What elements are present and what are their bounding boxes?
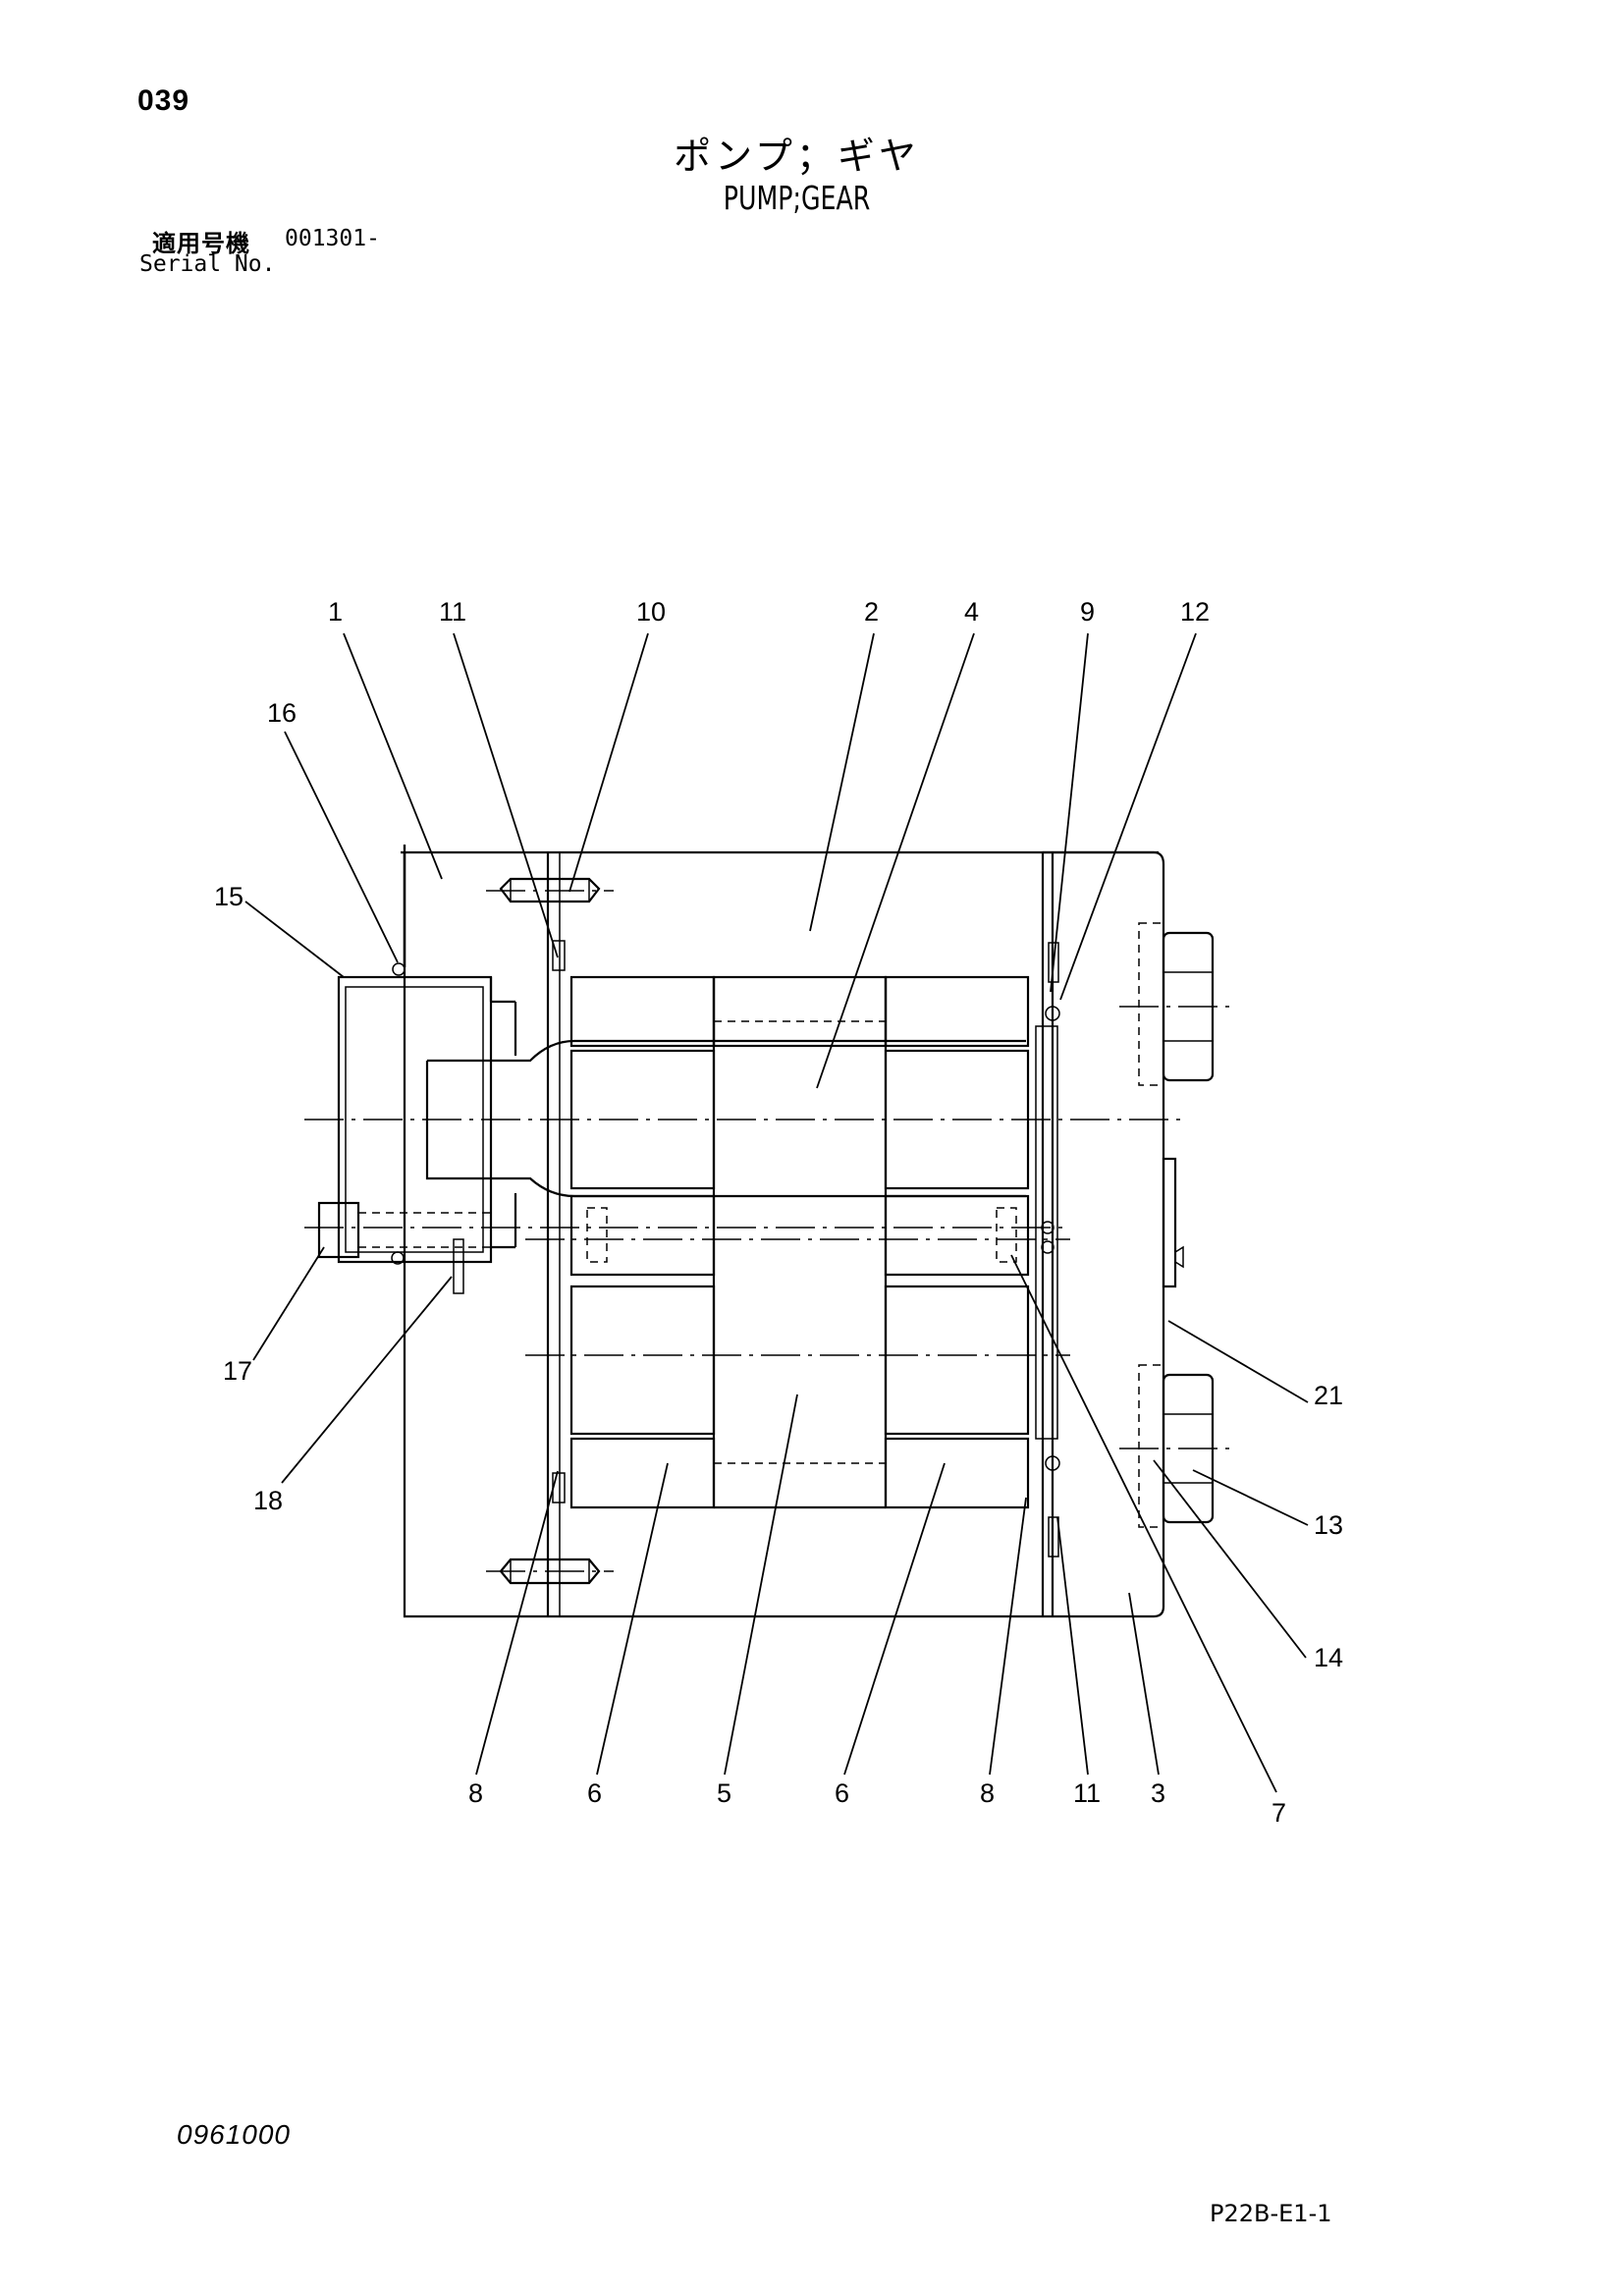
callout-10: 10: [636, 597, 666, 627]
callout-5: 5: [717, 1778, 731, 1808]
serial-label-english: Serial No.: [139, 251, 276, 277]
callout-8-left: 8: [468, 1778, 483, 1808]
lower-gear-block: [525, 1194, 1070, 1509]
callout-3: 3: [1151, 1778, 1165, 1808]
callout-6-left: 6: [587, 1778, 602, 1808]
title-japanese: ポンプ；ギヤ: [674, 135, 920, 178]
callout-17: 17: [223, 1356, 252, 1386]
title-english: PUMP;GEAR: [723, 179, 871, 217]
callout-12: 12: [1180, 597, 1210, 627]
callout-7: 7: [1271, 1798, 1286, 1828]
callout-11-top: 11: [439, 597, 466, 627]
callout-8-right: 8: [980, 1778, 995, 1808]
callout-16: 16: [267, 698, 297, 728]
callout-21: 21: [1314, 1381, 1343, 1410]
callout-18: 18: [253, 1486, 283, 1515]
document-code: 0961000: [177, 2119, 292, 2150]
pump-body-outline: [401, 845, 1165, 1618]
callout-9: 9: [1080, 597, 1095, 627]
leader-lines: [244, 632, 1309, 1793]
upper-gear-block: [569, 975, 1030, 1507]
callout-2: 2: [864, 597, 879, 627]
serial-range: 001301-: [285, 226, 380, 251]
page-number: 039: [137, 84, 190, 117]
bolts: [1119, 922, 1232, 1528]
callout-1: 1: [328, 597, 343, 627]
callout-4: 4: [964, 597, 979, 627]
serial-label-japanese: 適用号機: [152, 230, 250, 257]
drive-shaft: [304, 1039, 1188, 1198]
callout-6-right: 6: [835, 1778, 849, 1808]
callout-13: 13: [1314, 1510, 1343, 1540]
drain-screw: [304, 1201, 1070, 1294]
dowel-pins: [486, 877, 614, 1585]
figure-code: P22B-E1-1: [1210, 2200, 1332, 2227]
callout-numbers: 1 11 10 2 4 9 12 16 15 17 18 21 13 14 8 …: [214, 597, 1343, 1828]
side-plates: [552, 940, 1060, 1558]
callout-14: 14: [1314, 1643, 1343, 1672]
callout-11-bottom: 11: [1073, 1778, 1101, 1808]
callout-15: 15: [214, 882, 243, 911]
